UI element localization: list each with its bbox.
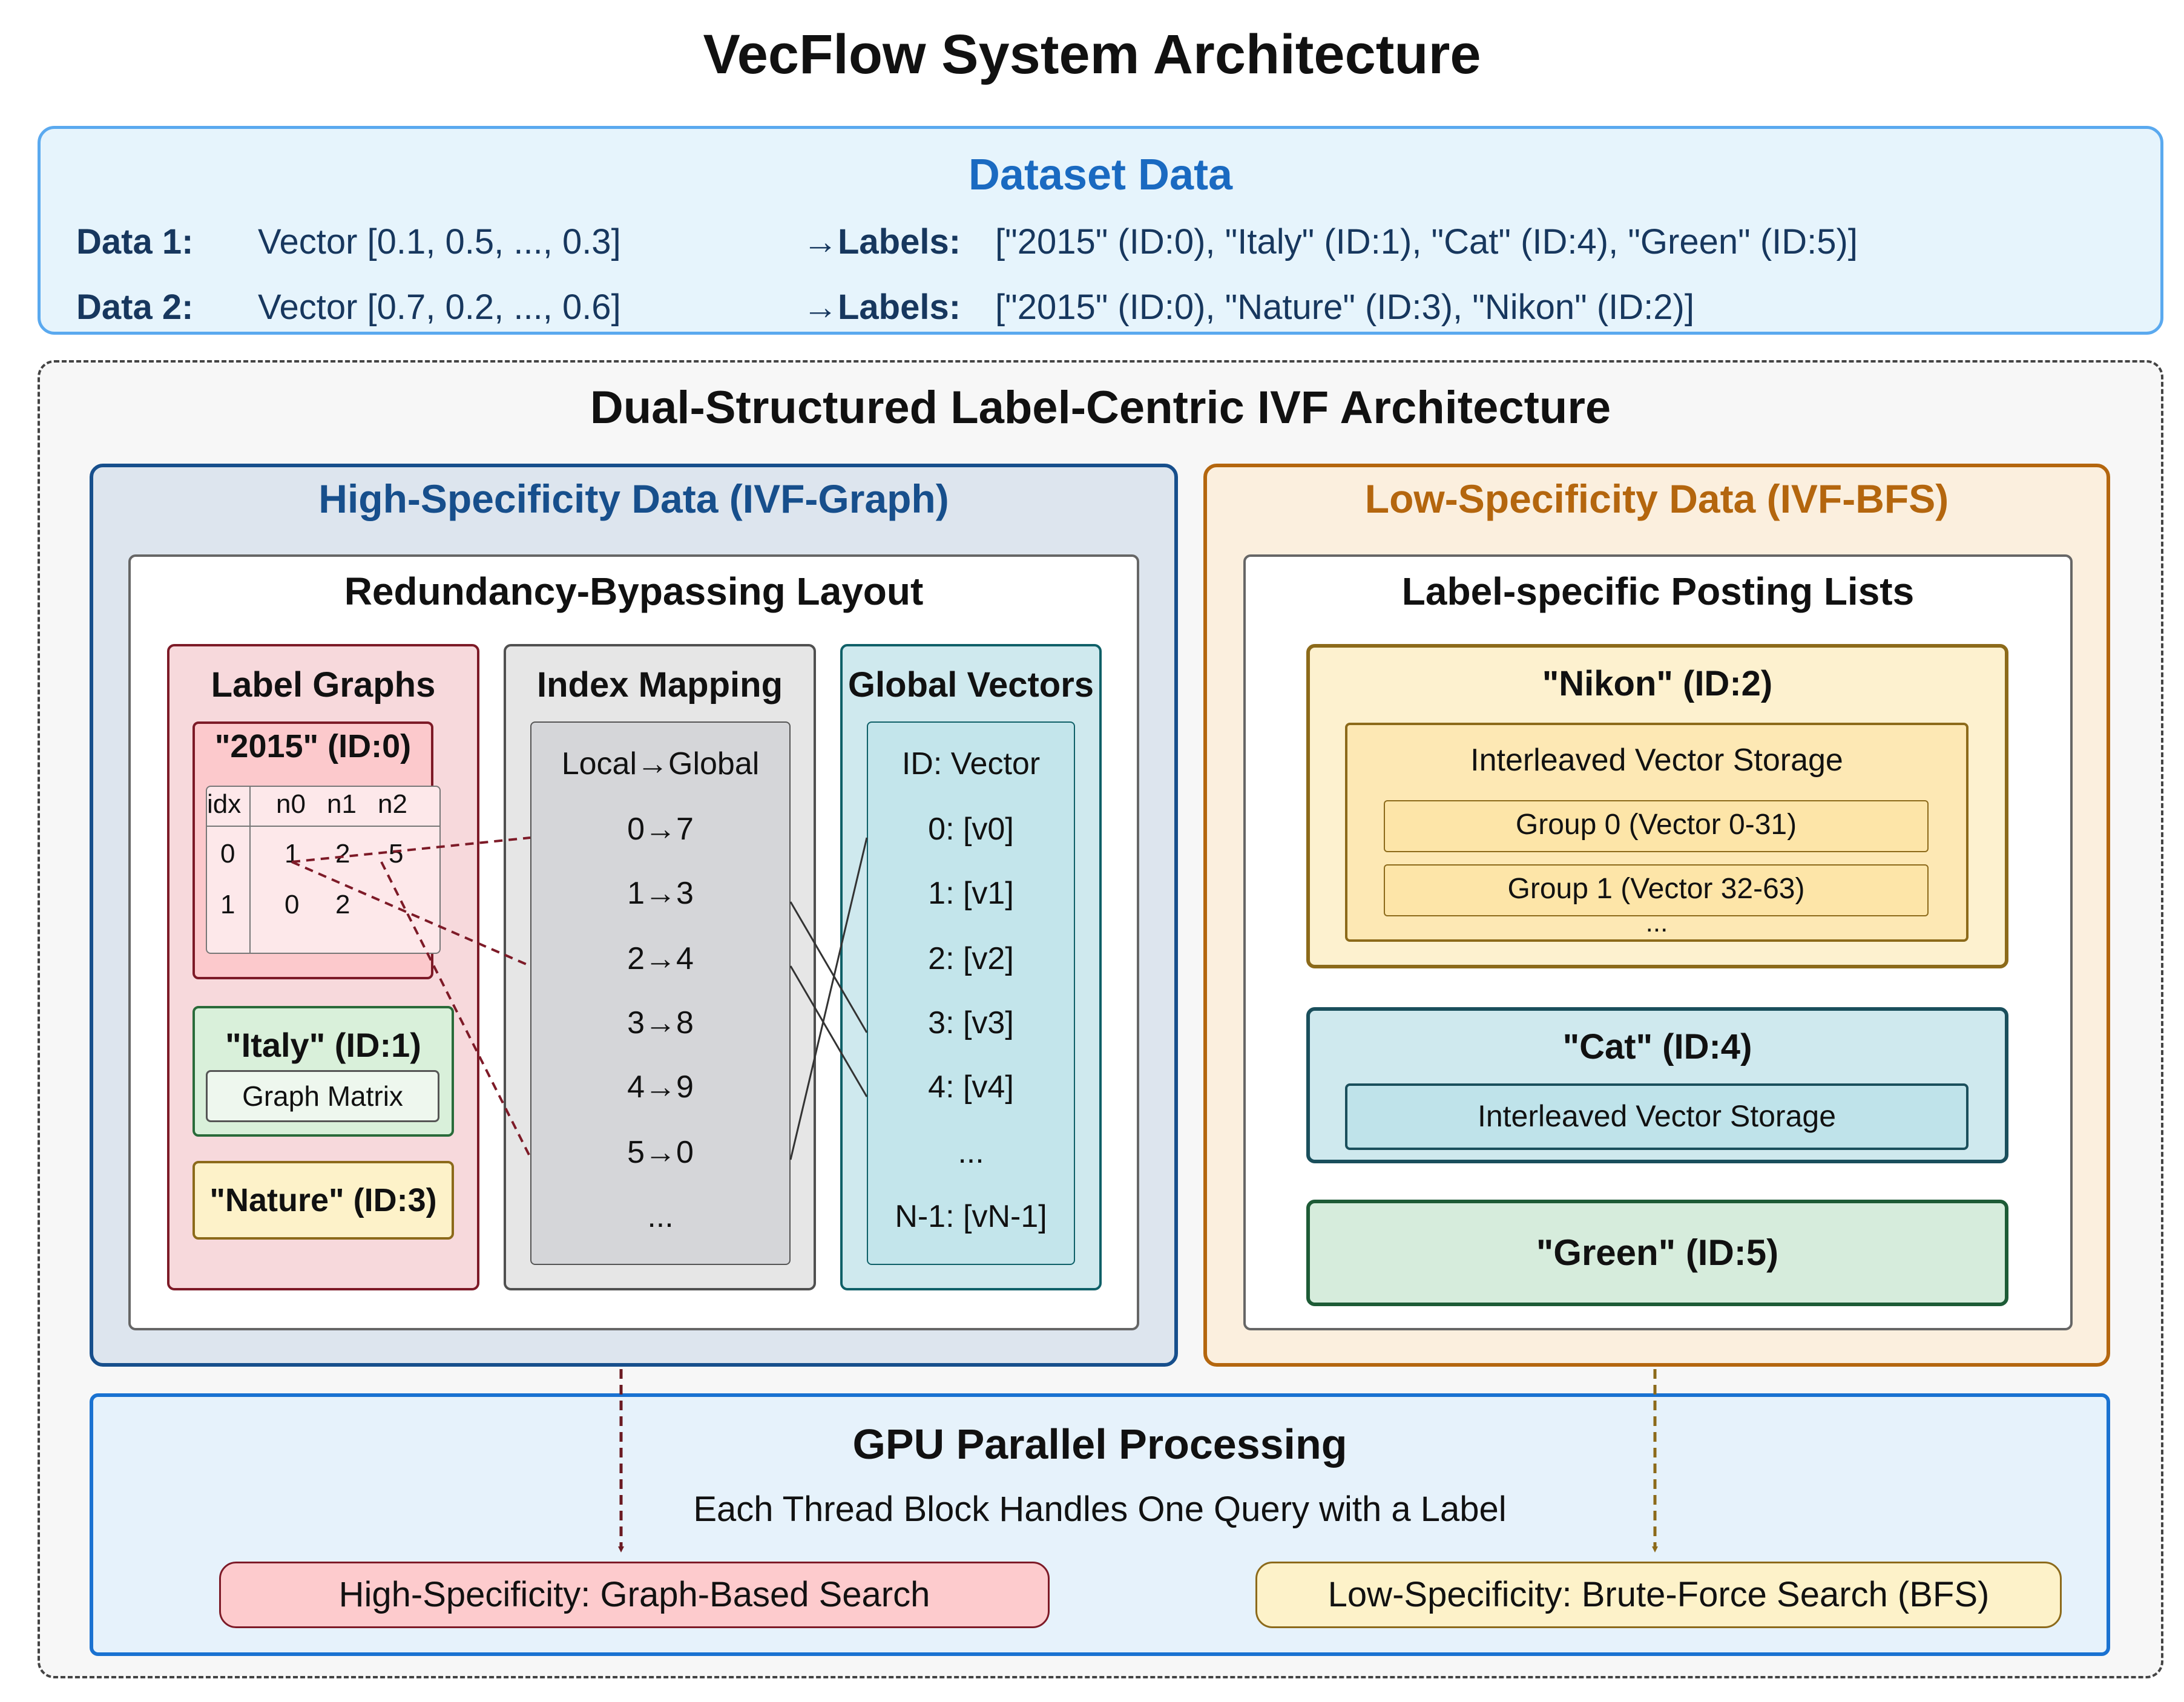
- nikon-more: ...: [1645, 908, 1668, 938]
- index-mapping-list: [530, 721, 791, 1265]
- posting-cat-title: "Cat" (ID:4): [1562, 1027, 1752, 1066]
- gpu-processing-subtitle: Each Thread Block Handles One Query with…: [693, 1490, 1507, 1529]
- global-vectors-header: ID: Vector: [901, 746, 1041, 781]
- label-graphs-title: Label Graphs: [211, 665, 436, 705]
- index-mapping-header: Local→Global: [561, 746, 760, 781]
- matrix-cell: 1: [220, 890, 235, 919]
- gpu-processing-title: GPU Parallel Processing: [852, 1421, 1347, 1468]
- data-1-labels-key: →Labels:: [803, 222, 961, 261]
- matrix-cell: 2: [335, 839, 350, 869]
- posting-nikon-title: "Nikon" (ID:2): [1542, 664, 1773, 703]
- vector-item: 1: [v1]: [928, 876, 1014, 911]
- matrix-header-idx: idx: [207, 789, 242, 819]
- mapping-item: ...: [647, 1199, 674, 1234]
- matrix-header-n1: n1: [327, 789, 357, 819]
- vector-item: N-1: [vN-1]: [895, 1199, 1047, 1234]
- mapping-item: 4→9: [627, 1070, 694, 1105]
- matrix-cell: 0: [220, 839, 235, 869]
- data-1-name: Data 1:: [76, 222, 194, 261]
- mapping-item: 5→0: [627, 1135, 694, 1170]
- mapping-item: 2→4: [627, 941, 694, 976]
- nikon-storage-title: Interleaved Vector Storage: [1470, 743, 1843, 778]
- high-specificity-title: High-Specificity Data (IVF-Graph): [318, 476, 949, 521]
- mapping-item: 1→3: [627, 876, 694, 911]
- nikon-group-0: Group 0 (Vector 0-31): [1384, 800, 1929, 852]
- mapping-item: 0→7: [627, 812, 694, 847]
- posting-green-box: "Green" (ID:5): [1306, 1200, 2008, 1306]
- vector-item: 2: [v2]: [928, 941, 1014, 976]
- global-vectors-title: Global Vectors: [847, 665, 1094, 705]
- data-1-labels: ["2015" (ID:0), "Italy" (ID:1), "Cat" (I…: [995, 222, 1858, 261]
- matrix-header-divider: [206, 826, 441, 827]
- dataset-title: Dataset Data: [968, 151, 1233, 199]
- cat-storage-box: Interleaved Vector Storage: [1345, 1083, 1969, 1150]
- matrix-cell: 1: [285, 839, 300, 869]
- graph-2015-title: "2015" (ID:0): [214, 728, 412, 764]
- mapping-item: 3→8: [627, 1005, 694, 1040]
- nikon-group-1: Group 1 (Vector 32-63): [1384, 864, 1929, 916]
- matrix-column-divider: [249, 786, 251, 954]
- data-2-vector: Vector [0.7, 0.2, ..., 0.6]: [258, 288, 621, 327]
- vector-item: ...: [958, 1135, 984, 1170]
- low-specificity-title: Low-Specificity Data (IVF-BFS): [1364, 476, 1949, 521]
- matrix-header-n2: n2: [378, 789, 407, 819]
- brute-force-search-pill: Low-Specificity: Brute-Force Search (BFS…: [1255, 1562, 2062, 1628]
- page-title: VecFlow System Architecture: [703, 24, 1481, 85]
- index-mapping-title: Index Mapping: [537, 665, 783, 705]
- graph-italy-matrix: Graph Matrix: [206, 1070, 439, 1122]
- global-vectors-list: [867, 721, 1075, 1265]
- vector-item: 3: [v3]: [928, 1005, 1014, 1040]
- vector-item: 4: [v4]: [928, 1070, 1014, 1105]
- data-2-name: Data 2:: [76, 288, 194, 327]
- graph-based-search-pill: High-Specificity: Graph-Based Search: [219, 1562, 1050, 1628]
- graph-nature-box: "Nature" (ID:3): [192, 1161, 454, 1240]
- matrix-cell: 2: [335, 890, 350, 919]
- posting-lists-title: Label-specific Posting Lists: [1401, 570, 1915, 613]
- redundancy-bypassing-title: Redundancy-Bypassing Layout: [344, 570, 924, 613]
- data-1-vector: Vector [0.1, 0.5, ..., 0.3]: [258, 222, 621, 261]
- data-2-labels: ["2015" (ID:0), "Nature" (ID:3), "Nikon"…: [995, 288, 1694, 327]
- dataset-panel: [38, 126, 2163, 335]
- matrix-cell: 0: [285, 890, 300, 919]
- data-2-labels-key: →Labels:: [803, 288, 961, 327]
- matrix-header-n0: n0: [276, 789, 306, 819]
- graph-italy-title: "Italy" (ID:1): [225, 1026, 421, 1064]
- vector-item: 0: [v0]: [928, 812, 1014, 847]
- matrix-cell: 5: [389, 839, 404, 869]
- architecture-title: Dual-Structured Label-Centric IVF Archit…: [590, 382, 1611, 433]
